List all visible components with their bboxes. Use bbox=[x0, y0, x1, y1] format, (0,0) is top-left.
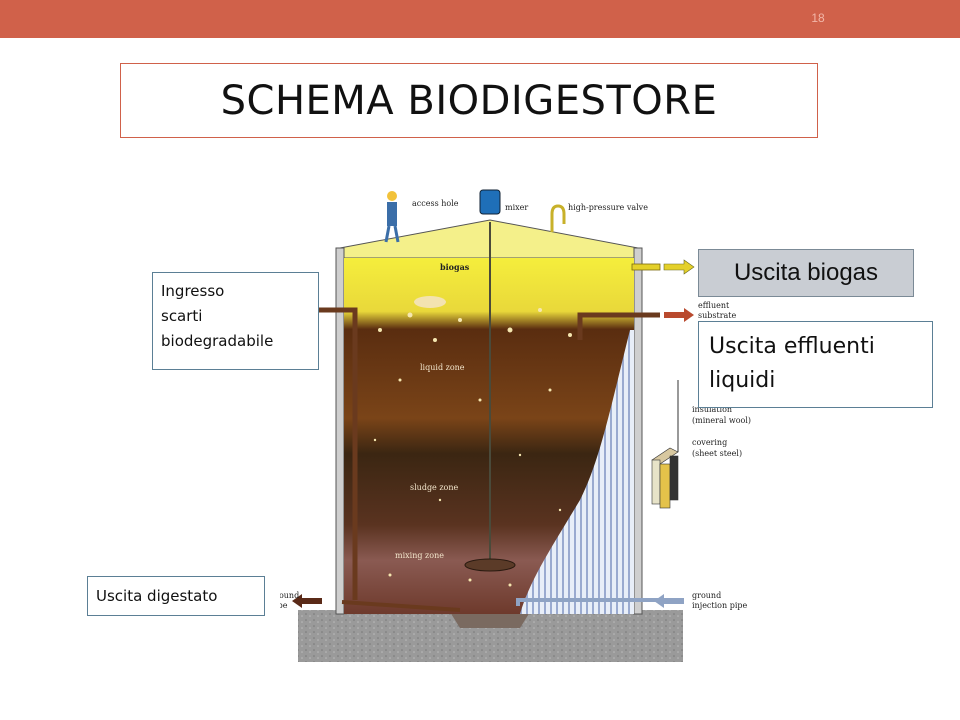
label-ground-pipe-1: ground bbox=[280, 591, 299, 600]
label-mixing-zone: mixing zone bbox=[395, 551, 444, 560]
gas-bubbles bbox=[373, 308, 572, 587]
label-insulation-2: (mineral wool) bbox=[692, 416, 751, 425]
mixer-blade bbox=[464, 558, 516, 572]
tank-wall-right bbox=[633, 247, 643, 615]
effluent-pipe bbox=[577, 312, 660, 340]
label-liquid-zone: liquid zone bbox=[420, 363, 465, 372]
callout-ingresso-line-2: scarti bbox=[161, 307, 203, 325]
callout-ingresso-line-3: biodegradabile bbox=[161, 332, 274, 350]
digestate-outlet-pipe bbox=[341, 600, 461, 612]
insulation-sample bbox=[651, 380, 679, 509]
label-valve: high-pressure valve bbox=[568, 203, 648, 212]
label-insulation-1: insulation bbox=[692, 405, 732, 414]
label-injection-pipe-2: injection pipe bbox=[692, 601, 747, 610]
foam-patch bbox=[414, 296, 446, 308]
tank-wall-left bbox=[335, 247, 345, 615]
label-covering-2: (sheet steel) bbox=[692, 449, 742, 458]
effluent-arrow bbox=[664, 308, 694, 322]
inlet-pipe bbox=[318, 307, 358, 600]
insulation-cutaway bbox=[520, 330, 634, 614]
title-box: SCHEMA BIODIGESTORE bbox=[120, 63, 818, 138]
label-access-hole: access hole bbox=[412, 199, 459, 208]
label-sludge-zone: sludge zone bbox=[410, 483, 459, 492]
floor-sump bbox=[450, 612, 530, 628]
label-mixer: mixer bbox=[505, 203, 528, 212]
callout-ingresso-line-1: Ingresso bbox=[161, 282, 225, 300]
callout-ingresso: Ingresso scarti biodegradabile bbox=[152, 272, 319, 370]
biodigester-diagram: access hole mixer high-pressure valve bi… bbox=[280, 189, 751, 662]
injection-pipe bbox=[516, 598, 660, 606]
label-effluent-1: effluent bbox=[698, 301, 730, 310]
injection-arrow bbox=[654, 594, 684, 608]
mixer-motor bbox=[479, 189, 501, 215]
biogas-outlet-pipe bbox=[631, 263, 661, 271]
callout-biogas: Uscita biogas bbox=[698, 249, 914, 297]
worker-figure bbox=[384, 191, 400, 243]
label-ground-pipe-2: pipe bbox=[280, 601, 288, 610]
callout-digestato: Uscita digestato bbox=[87, 576, 265, 616]
pressure-valve bbox=[550, 204, 566, 232]
callout-effluenti: Uscita effluenti liquidi bbox=[698, 321, 933, 408]
digestate-arrow bbox=[292, 594, 322, 608]
callout-effluenti-line-1: Uscita effluenti bbox=[709, 334, 875, 359]
slide-number: 18 bbox=[811, 11, 825, 25]
label-injection-pipe-1: ground bbox=[692, 591, 721, 600]
callout-effluenti-line-2: liquidi bbox=[709, 368, 776, 393]
page-title: SCHEMA BIODIGESTORE bbox=[220, 77, 718, 124]
label-covering-1: covering bbox=[692, 438, 727, 447]
top-accent-bar: 18 bbox=[0, 0, 960, 38]
label-biogas: biogas bbox=[440, 262, 470, 272]
label-effluent-2: substrate bbox=[698, 311, 737, 320]
outlet-arrows bbox=[663, 259, 695, 275]
